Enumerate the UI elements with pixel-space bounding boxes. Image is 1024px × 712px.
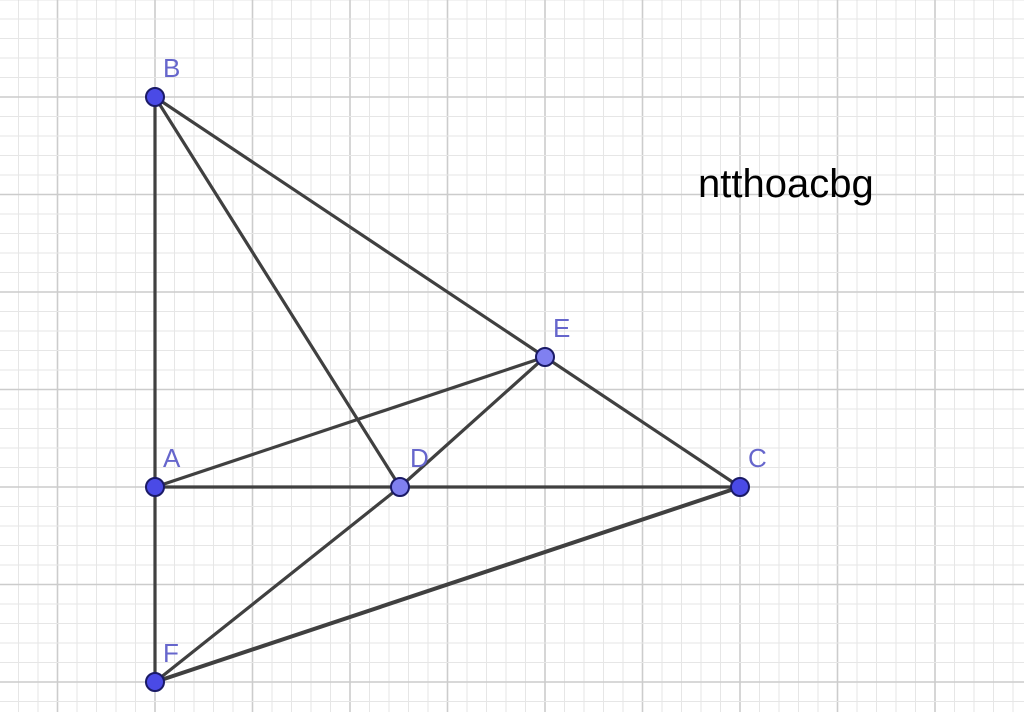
segment-BC[interactable] bbox=[153, 95, 742, 489]
point-D[interactable] bbox=[390, 477, 410, 497]
points: A B C D E F bbox=[145, 53, 767, 692]
segments bbox=[153, 95, 742, 684]
segment-BD[interactable] bbox=[153, 95, 402, 489]
point-C[interactable] bbox=[730, 477, 750, 497]
segment-ED[interactable] bbox=[398, 355, 547, 489]
point-A[interactable] bbox=[145, 477, 165, 497]
point-label-F: F bbox=[163, 638, 179, 668]
point-label-A: A bbox=[163, 443, 181, 473]
point-F[interactable] bbox=[145, 672, 165, 692]
segment-FC[interactable] bbox=[153, 485, 742, 684]
segment-AE[interactable] bbox=[153, 355, 547, 489]
point-label-E: E bbox=[553, 313, 570, 343]
point-B[interactable] bbox=[145, 87, 165, 107]
point-label-B: B bbox=[163, 53, 180, 83]
point-label-C: C bbox=[748, 443, 767, 473]
watermark-text: ntthoacbg bbox=[698, 162, 874, 206]
point-label-D: D bbox=[410, 443, 429, 473]
point-E[interactable] bbox=[535, 347, 555, 367]
segment-DF[interactable] bbox=[153, 485, 402, 684]
